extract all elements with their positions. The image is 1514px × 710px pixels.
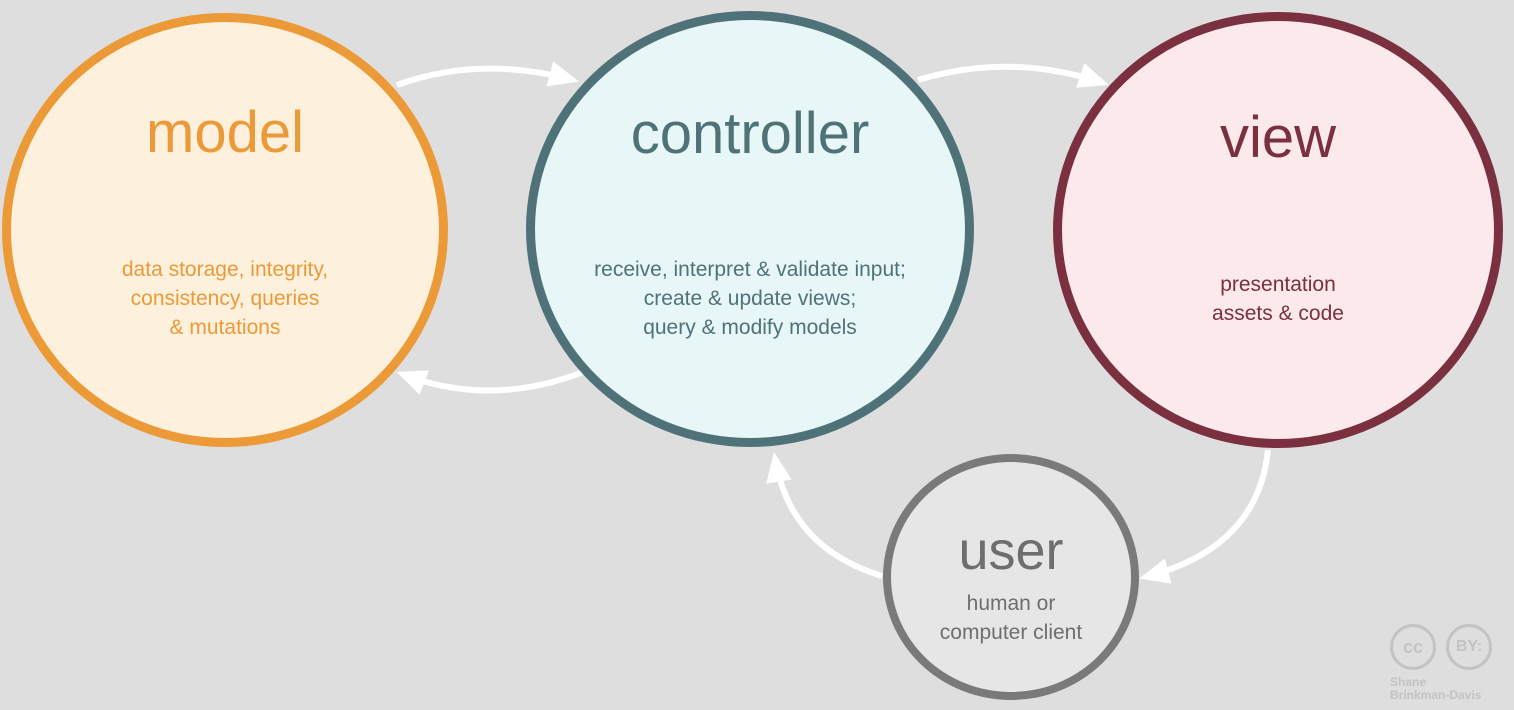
by-icon: BY:: [1446, 624, 1492, 670]
model-title: model: [146, 100, 304, 165]
controller-desc-line: create & update views;: [643, 287, 857, 310]
model-desc-line: data storage, integrity,: [121, 258, 329, 281]
arrow-view-to-user: [1139, 449, 1271, 584]
cc-icon: cc: [1390, 624, 1436, 670]
author-first-name: Shane: [1390, 675, 1427, 689]
arrow-controller-to-model: [396, 369, 585, 395]
controller-desc-line: receive, interpret & validate input;: [594, 258, 906, 281]
view-desc-line: assets & code: [1212, 302, 1344, 325]
view-description: presentation assets & code: [1062, 270, 1494, 328]
arrow-model-to-controller: [395, 61, 579, 88]
controller-desc-line: query & modify models: [643, 316, 857, 339]
model-desc-line: & mutations: [169, 316, 281, 339]
model-node: model data storage, integrity, consisten…: [2, 13, 448, 447]
arrow-controller-to-view: [917, 63, 1109, 88]
view-desc-line: presentation: [1220, 273, 1336, 296]
user-node: user human or computer client: [883, 454, 1139, 700]
model-description: data storage, integrity, consistency, qu…: [11, 255, 439, 342]
user-desc-line: human or: [966, 592, 1056, 615]
user-description: human or computer client: [891, 589, 1131, 647]
cc-by-license: cc BY: Shane Brinkman-Davis: [1388, 622, 1504, 706]
controller-description: receive, interpret & validate input; cre…: [535, 255, 965, 342]
user-desc-line: computer client: [939, 621, 1083, 644]
view-node: view presentation assets & code: [1053, 12, 1503, 448]
author-last-name: Brinkman-Davis: [1390, 688, 1482, 702]
user-title: user: [958, 521, 1064, 581]
controller-node: controller receive, interpret & validate…: [526, 11, 974, 447]
arrow-user-to-controller: [766, 452, 883, 579]
view-title: view: [1219, 105, 1337, 170]
controller-title: controller: [630, 101, 870, 166]
model-desc-line: consistency, queries: [130, 287, 320, 310]
